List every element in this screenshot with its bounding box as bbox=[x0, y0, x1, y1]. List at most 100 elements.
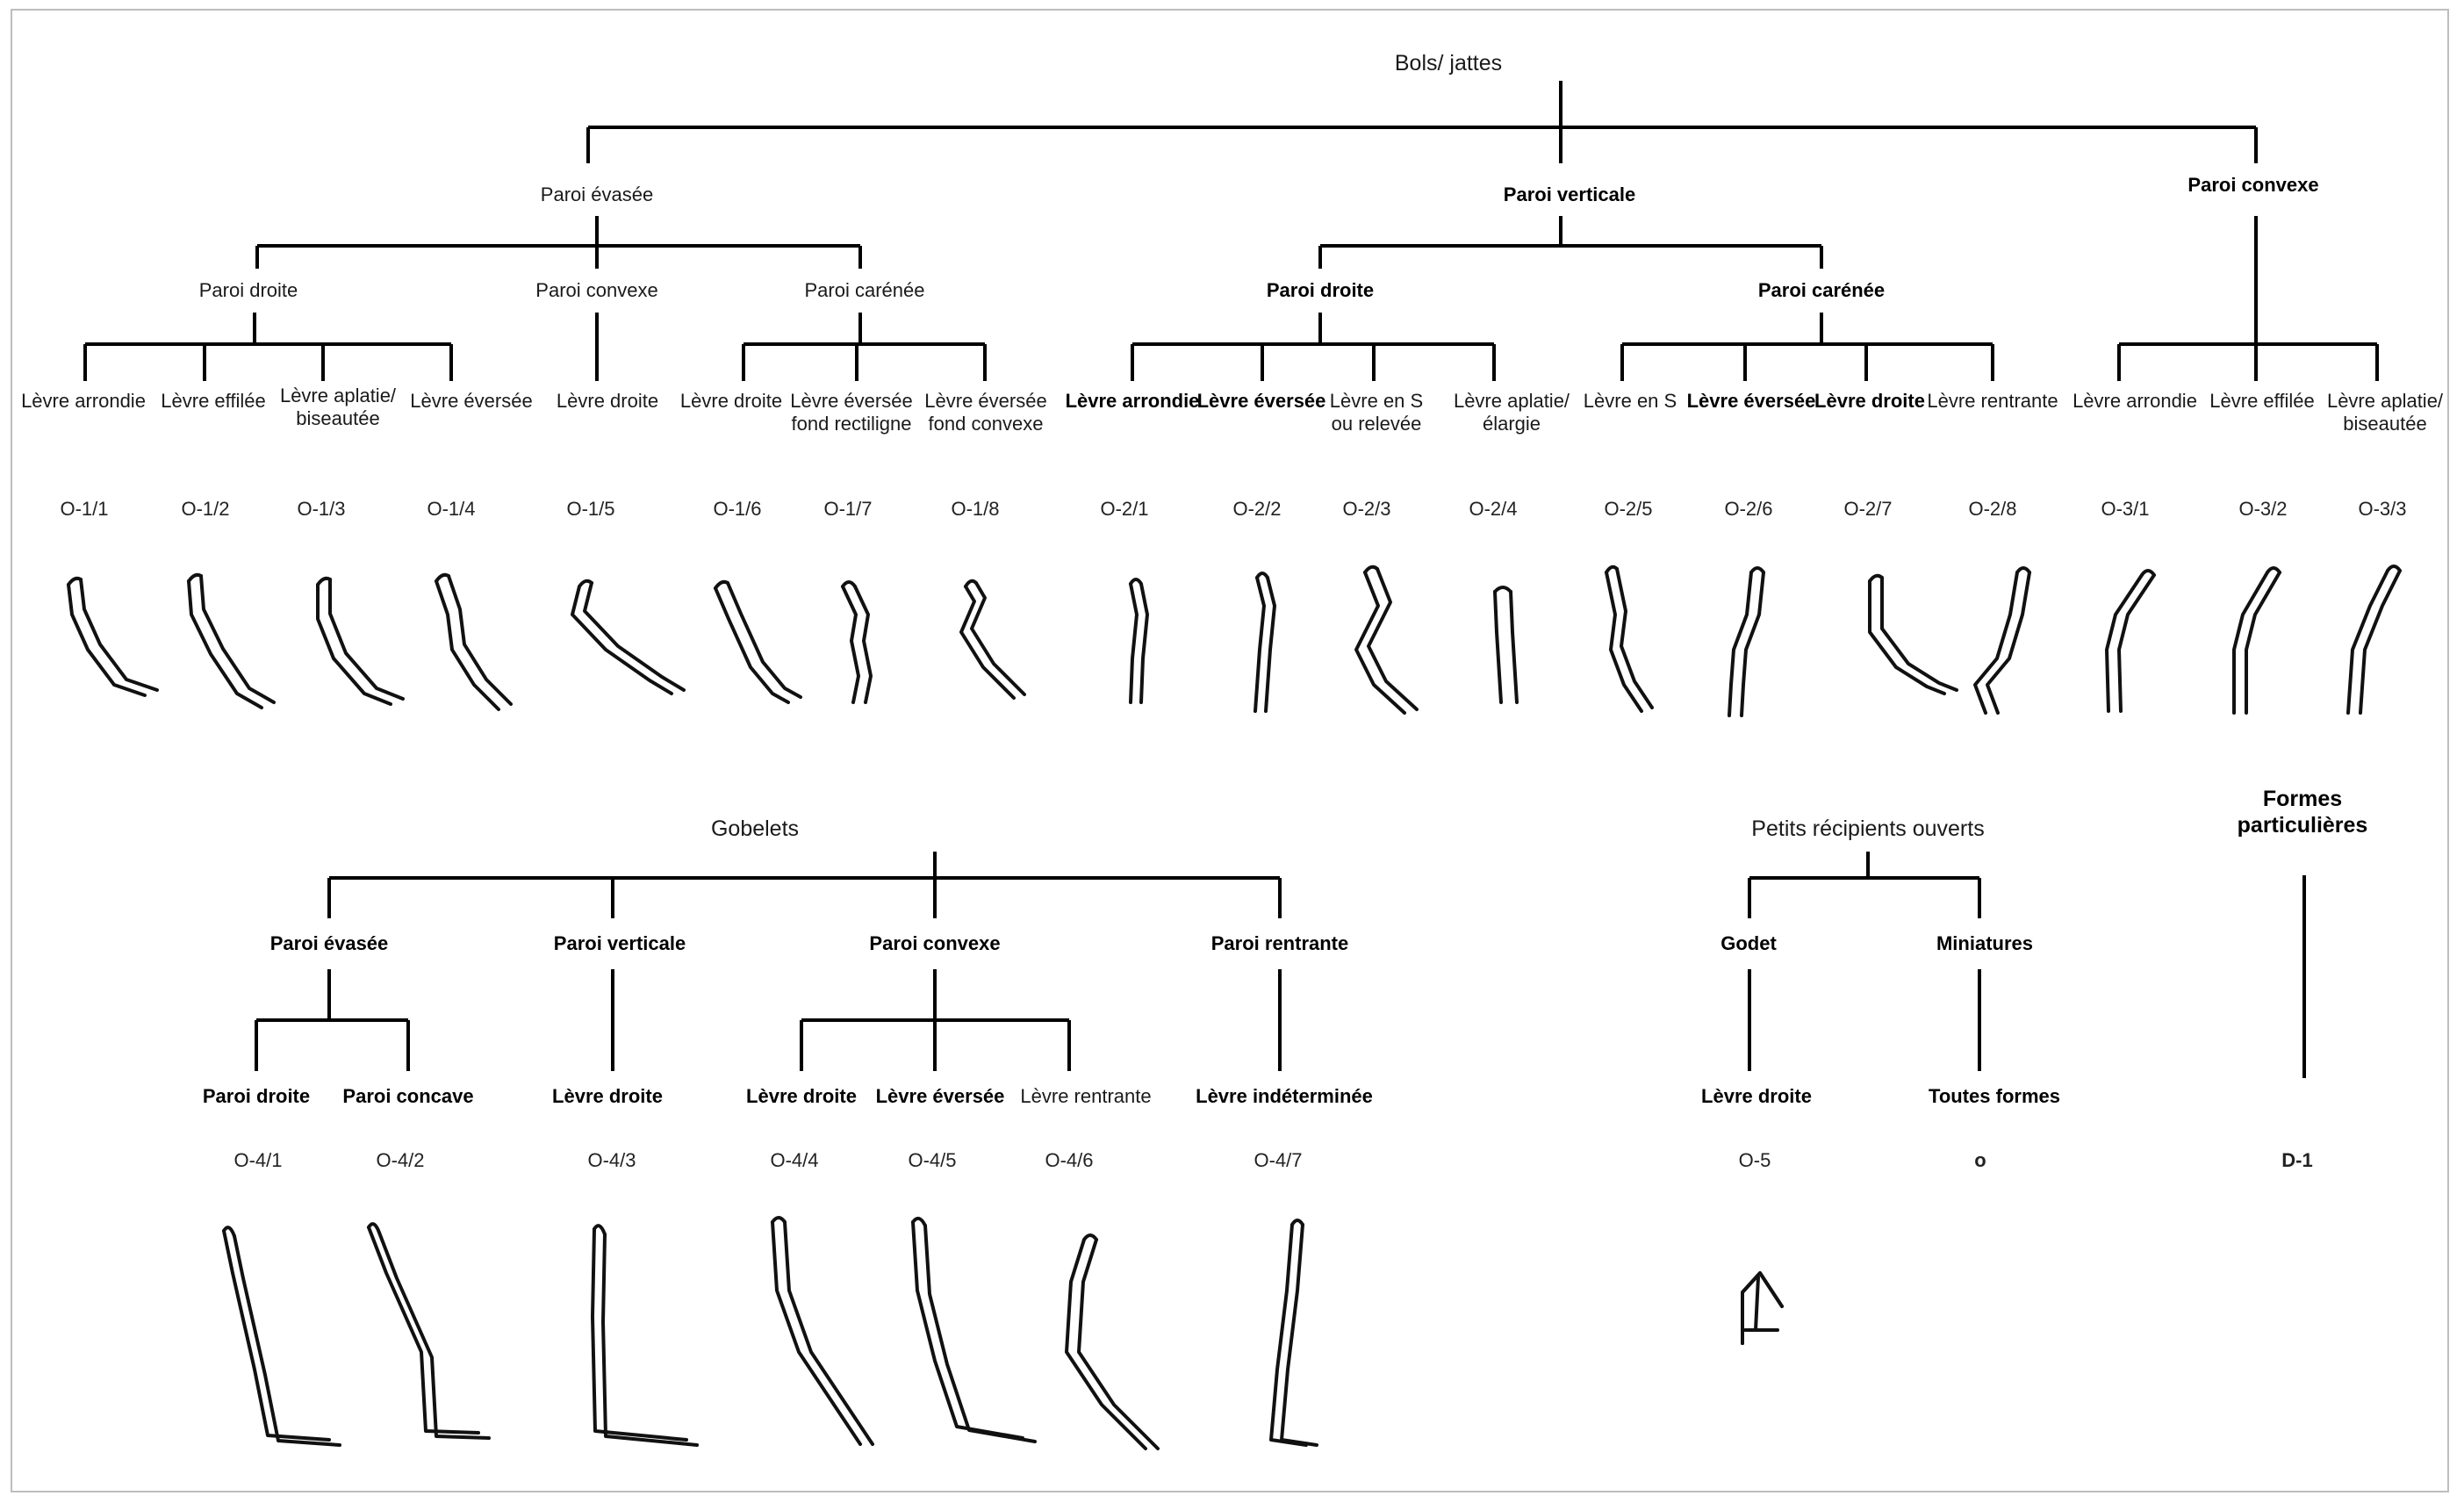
profile-o-2-5 bbox=[1605, 565, 1654, 713]
profile-o-2-1 bbox=[1129, 578, 1149, 704]
leaf-label: Lèvre droite bbox=[746, 1085, 857, 1107]
bols-paroi-verticale: Paroi verticale bbox=[1503, 183, 1636, 205]
leaf-label: Lèvre effilée bbox=[161, 390, 266, 412]
type-code: O-1/3 bbox=[297, 498, 346, 520]
profile-o-2-7 bbox=[1868, 573, 1958, 695]
profile-o-1-4 bbox=[435, 572, 513, 711]
leaf-label: Lèvre aplatie/ biseautée bbox=[279, 385, 397, 429]
gob-paroi-rentrante: Paroi rentrante bbox=[1210, 932, 1349, 954]
type-code: O-5 bbox=[1738, 1149, 1771, 1171]
title-formes-particulieres: Formes particulières bbox=[2237, 787, 2368, 838]
leaf-label: Lèvre éversée fond convexe bbox=[924, 390, 1047, 435]
type-code: O-4/3 bbox=[587, 1149, 636, 1171]
leaf-label: Lèvre en S bbox=[1583, 390, 1677, 412]
leaf-label: Lèvre droite bbox=[556, 390, 659, 412]
type-code: O-2/2 bbox=[1232, 498, 1282, 520]
bols-evasee-paroi-droite: Paroi droite bbox=[198, 279, 298, 301]
type-code: O-1/6 bbox=[713, 498, 762, 520]
type-code: O-2/1 bbox=[1100, 498, 1149, 520]
bols-paroi-convexe: Paroi convexe bbox=[2187, 174, 2319, 196]
profile-o-3-2 bbox=[2232, 566, 2281, 715]
profile-o-4-4 bbox=[771, 1216, 874, 1446]
type-code: o bbox=[1974, 1149, 1986, 1171]
leaf-label: Lèvre en S ou relevée bbox=[1329, 390, 1424, 435]
profile-o-1-1 bbox=[67, 576, 159, 697]
profile-o-1-8 bbox=[959, 579, 1026, 700]
leaf-label: Lèvre droite bbox=[1814, 390, 1925, 412]
type-code: O-4/7 bbox=[1254, 1149, 1303, 1171]
type-code: O-4/1 bbox=[233, 1149, 283, 1171]
leaf-label: Lèvre droite bbox=[679, 390, 783, 412]
leaf-label: Lèvre droite bbox=[1701, 1085, 1812, 1107]
leaf-label: Lèvre indéterminée bbox=[1196, 1085, 1373, 1107]
type-code: O-2/5 bbox=[1604, 498, 1653, 520]
type-code: O-2/4 bbox=[1469, 498, 1518, 520]
figure-frame bbox=[11, 9, 2449, 1492]
type-code: O-1/7 bbox=[823, 498, 873, 520]
bols-evasee-paroi-carenee: Paroi carénée bbox=[804, 279, 925, 301]
leaf-label: Lèvre effilée bbox=[2209, 390, 2315, 412]
profile-o-3-3 bbox=[2346, 565, 2402, 715]
leaf-label: Lèvre éversée bbox=[1686, 390, 1816, 412]
leaf-label: Lèvre rentrante bbox=[1927, 390, 2058, 412]
leaf-label: Paroi concave bbox=[342, 1085, 474, 1107]
title-bols-jattes: Bols/ jattes bbox=[1394, 51, 1503, 76]
bols-evasee-paroi-convexe: Paroi convexe bbox=[535, 279, 658, 301]
bols-verticale-paroi-droite: Paroi droite bbox=[1266, 279, 1375, 301]
leaf-label: Lèvre aplatie/ biseautée bbox=[2326, 390, 2444, 435]
type-code: O-4/5 bbox=[908, 1149, 957, 1171]
type-code: O-3/2 bbox=[2238, 498, 2288, 520]
profile-o-4-1 bbox=[222, 1226, 341, 1447]
type-code: O-3/3 bbox=[2358, 498, 2407, 520]
profile-o-1-2 bbox=[187, 572, 276, 709]
leaf-label: Paroi droite bbox=[202, 1085, 311, 1107]
leaf-label: Lèvre éversée bbox=[1196, 390, 1326, 412]
profile-o-2-4 bbox=[1493, 586, 1519, 704]
leaf-label: Toutes formes bbox=[1929, 1085, 2060, 1107]
profile-o-1-3 bbox=[316, 576, 405, 706]
type-code: O-1/1 bbox=[60, 498, 109, 520]
leaf-label: Lèvre arrondie bbox=[1065, 390, 1200, 412]
profile-o-4-2 bbox=[367, 1222, 491, 1440]
leaf-label: Lèvre droite bbox=[552, 1085, 663, 1107]
leaf-label: Lèvre arrondie bbox=[2072, 390, 2197, 412]
leaf-label: Lèvre aplatie/ élargie bbox=[1453, 390, 1570, 435]
bols-verticale-paroi-carenee: Paroi carénée bbox=[1757, 279, 1886, 301]
leaf-label: Lèvre éversée bbox=[875, 1085, 1005, 1107]
petits-miniatures: Miniatures bbox=[1936, 932, 2034, 954]
type-code: O-1/4 bbox=[427, 498, 476, 520]
type-code: O-2/3 bbox=[1342, 498, 1391, 520]
type-code: O-1/2 bbox=[181, 498, 230, 520]
type-code: O-2/8 bbox=[1968, 498, 2017, 520]
leaf-label: Lèvre éversée fond rectiligne bbox=[790, 390, 913, 435]
type-code: O-2/7 bbox=[1843, 498, 1893, 520]
profile-o-2-3 bbox=[1354, 565, 1419, 715]
type-code: O-1/8 bbox=[951, 498, 1000, 520]
type-code: O-4/6 bbox=[1045, 1149, 1094, 1171]
profile-o-3-1 bbox=[2105, 569, 2156, 713]
profile-o-5-base bbox=[1741, 1276, 1779, 1345]
profile-o-4-6 bbox=[1065, 1233, 1160, 1450]
profile-o-4-5 bbox=[911, 1216, 1037, 1443]
petits-godet: Godet bbox=[1720, 932, 1777, 954]
gob-paroi-convexe: Paroi convexe bbox=[869, 932, 1001, 954]
gob-paroi-evasee: Paroi évasée bbox=[269, 932, 389, 954]
type-code: O-4/2 bbox=[376, 1149, 425, 1171]
leaf-label: Lèvre rentrante bbox=[1020, 1085, 1152, 1107]
type-code: D-1 bbox=[2281, 1149, 2313, 1171]
type-code: O-3/1 bbox=[2101, 498, 2150, 520]
title-petits-recipients: Petits récipients ouverts bbox=[1751, 816, 1985, 841]
profile-o-4-7 bbox=[1269, 1219, 1318, 1447]
profile-o-1-6 bbox=[714, 579, 802, 704]
type-code: O-2/6 bbox=[1724, 498, 1773, 520]
profile-o-2-6 bbox=[1728, 566, 1765, 717]
bols-paroi-evasee: Paroi évasée bbox=[540, 183, 654, 205]
leaf-label: Lèvre éversée bbox=[410, 390, 533, 412]
profile-o-5 bbox=[1741, 1271, 1784, 1345]
title-gobelets: Gobelets bbox=[710, 816, 800, 841]
profile-o-1-7 bbox=[841, 580, 873, 704]
type-code: O-4/4 bbox=[770, 1149, 819, 1171]
profile-o-2-2 bbox=[1254, 572, 1276, 713]
profile-o-4-3 bbox=[591, 1224, 699, 1447]
